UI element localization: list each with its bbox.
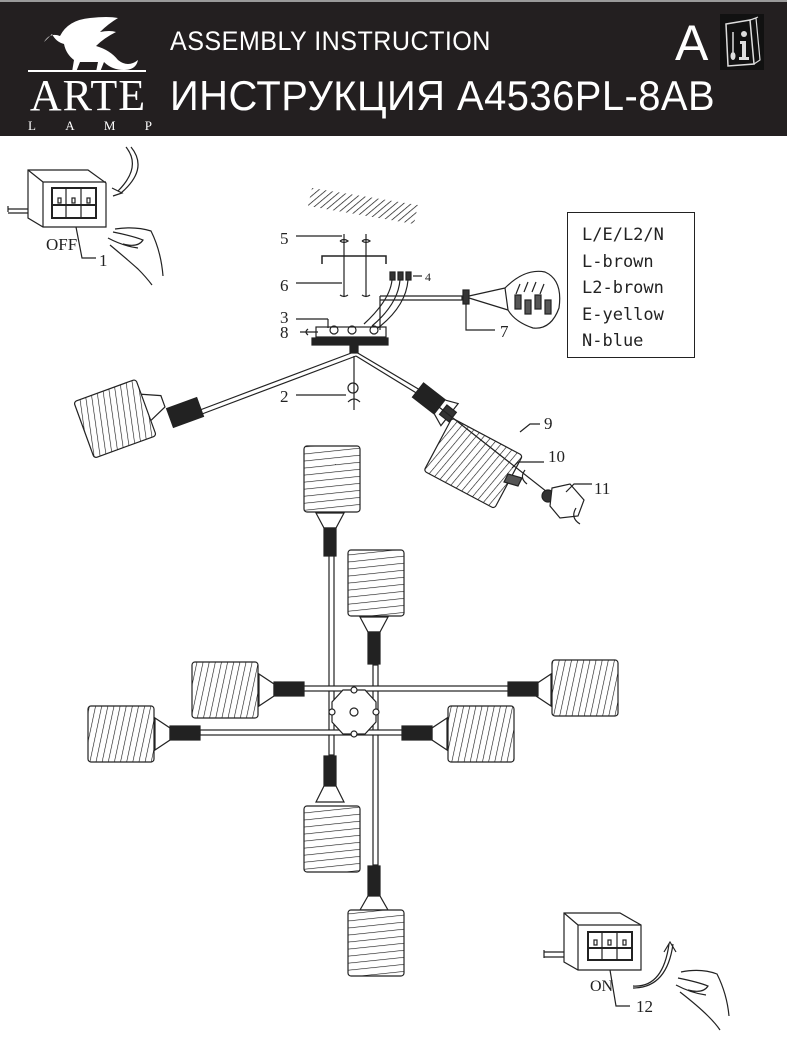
legend-line: L-brown (582, 251, 654, 272)
callout-8: 8 (280, 323, 289, 342)
chandelier-assembled (87, 445, 619, 977)
callout-11: 11 (594, 479, 610, 498)
callout-12: 12 (636, 997, 653, 1016)
brand-sub-letter: L (28, 118, 36, 133)
mounting-assembly (296, 234, 561, 354)
callout-5: 5 (280, 229, 289, 248)
brand-sub-letter: P (144, 118, 152, 133)
brand-sub-letter: M (103, 118, 116, 133)
callout-10: 10 (548, 447, 565, 466)
legend-line: L2-brown (582, 278, 664, 298)
breaker-switch-on (543, 912, 730, 1031)
ceiling-hatch (308, 188, 418, 224)
callout-2: 2 (280, 387, 289, 406)
header-banner: ARTE L A M P ASSEMBLY INSTRUCTION ИНСТРУ… (0, 0, 787, 136)
legend-line: N-blue (582, 331, 644, 351)
brand-subtitle: L A M P (28, 118, 152, 134)
switch-on-label: ON (590, 978, 614, 995)
title-russian: ИНСТРУКЦИЯ A4536PL-8AB (170, 72, 716, 119)
lamp-arm-assembly (73, 351, 592, 525)
title-english: ASSEMBLY INSTRUCTION (170, 26, 491, 56)
griffin-logo-icon (28, 17, 146, 72)
language-letter: A (675, 15, 709, 71)
breaker-switch-off (7, 146, 164, 286)
legend-line: E-yellow (582, 304, 664, 325)
callout-9: 9 (544, 414, 553, 433)
callout-4: 4 (425, 270, 431, 284)
wire-color-legend: L/E/L2/N L-brown L2-brown E-yellow N-blu… (567, 212, 695, 358)
callout-7: 7 (500, 322, 509, 341)
legend-line: L/E/L2/N (582, 225, 664, 245)
brand-name: ARTE (29, 71, 147, 120)
switch-off-label: OFF (46, 235, 77, 254)
callout-1: 1 (99, 251, 108, 270)
callout-3: 3 (280, 308, 289, 327)
callout-6: 6 (280, 276, 289, 295)
manual-info-icon (720, 14, 764, 70)
brand-sub-letter: A (65, 118, 75, 133)
